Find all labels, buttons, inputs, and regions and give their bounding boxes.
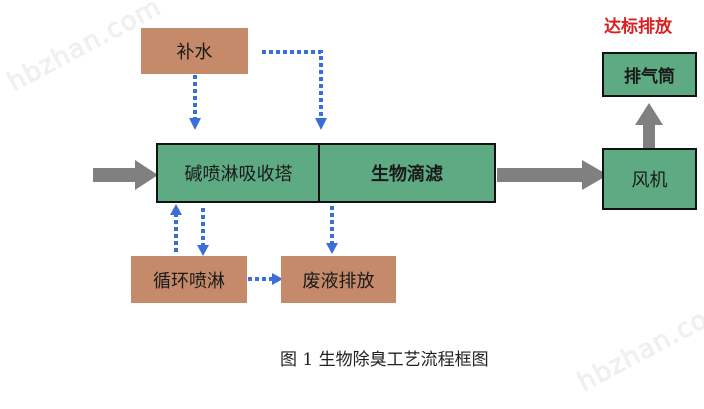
makeup-water-label: 补水	[176, 42, 213, 63]
compliant-discharge-label: 达标排放	[604, 17, 672, 37]
alkali-scrubber-box: 碱喷淋吸收塔	[156, 143, 320, 203]
fan-box: 风机	[602, 148, 697, 210]
arrowhead-up	[170, 204, 182, 215]
fan-label: 风机	[631, 170, 668, 191]
arrowhead-down	[326, 243, 338, 254]
biotrickling-filter-box: 生物滴滤	[318, 143, 496, 203]
makeup-water-box: 补水	[141, 28, 248, 74]
figure-caption: 图 1 生物除臭工艺流程框图	[280, 350, 489, 370]
alkali-scrubber-label: 碱喷淋吸收塔	[184, 164, 293, 185]
biotrickling-filter-label: 生物滴滤	[371, 164, 443, 185]
waste-liquid-box: 废液排放	[281, 256, 396, 303]
arrowhead-down	[315, 118, 327, 130]
arrowhead-down	[189, 118, 201, 130]
waste-liquid-label: 废液排放	[302, 270, 375, 292]
recirculation-spray-label: 循环喷淋	[153, 270, 225, 292]
recirculation-spray-box: 循环喷淋	[131, 256, 247, 303]
exhaust-stack-box: 排气筒	[602, 52, 697, 97]
gas-arrow-to-fan	[497, 160, 608, 190]
gas-arrow-to-stack	[635, 103, 663, 148]
arrowhead-down	[197, 245, 209, 256]
arrowhead-right	[272, 273, 283, 285]
exhaust-stack-label: 排气筒	[624, 67, 675, 87]
water-to-filter-line	[262, 50, 323, 118]
gas-arrow-inlet	[93, 160, 158, 190]
